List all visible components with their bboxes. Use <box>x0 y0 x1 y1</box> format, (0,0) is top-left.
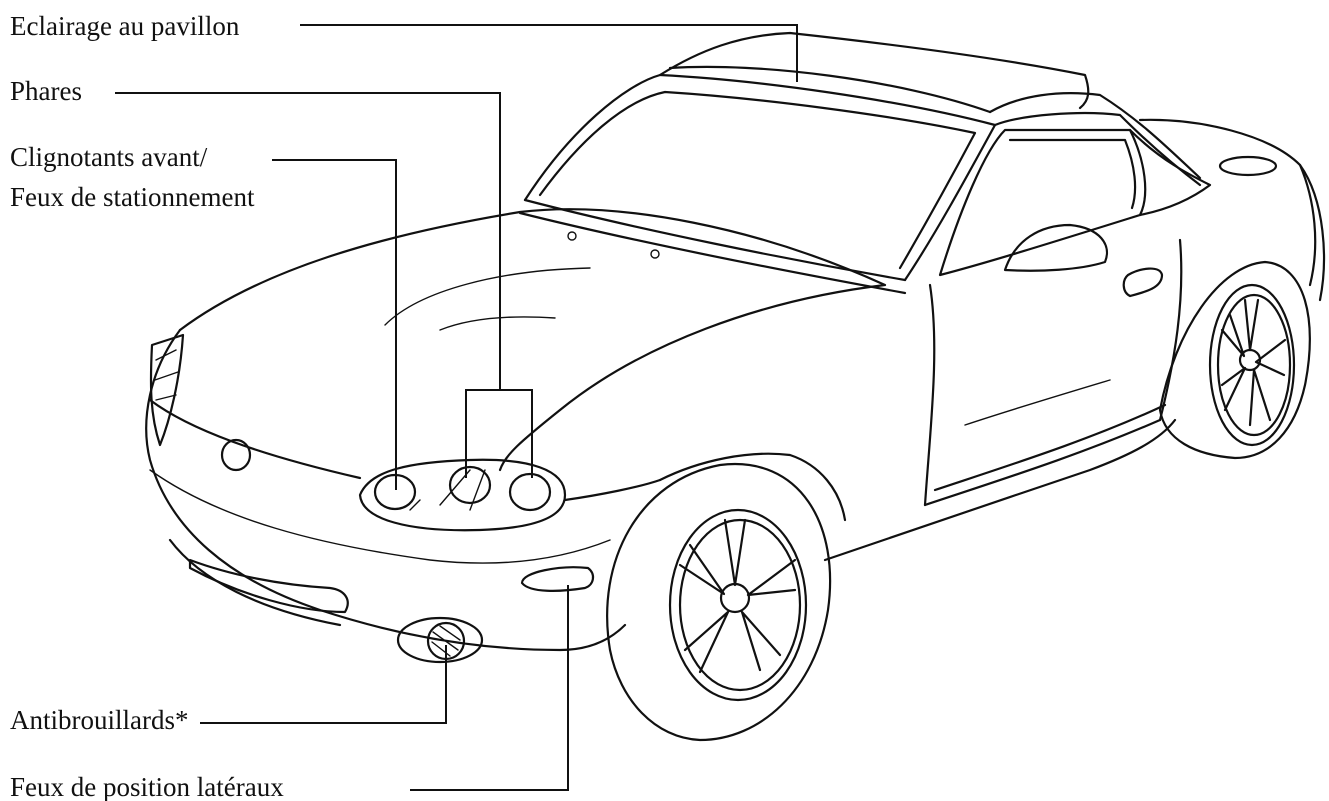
label-side-markers: Feux de position latéraux <box>10 772 284 801</box>
leader-fog-lights <box>200 645 447 724</box>
leader-front-turn <box>272 159 397 490</box>
leader-headlights-bracket <box>465 389 533 478</box>
label-front-turn-line2: Feux de stationnement <box>10 182 255 212</box>
side-mirror <box>1003 223 1108 272</box>
headlight-housing <box>358 458 567 532</box>
leader-headlights <box>115 92 501 390</box>
front-wheel <box>606 462 832 742</box>
car-illustration <box>145 31 1326 742</box>
label-front-turn-line1: Clignotants avant/ <box>10 142 208 172</box>
rear-wheel <box>1158 260 1311 460</box>
badge-emblem <box>220 438 252 472</box>
leader-roof-light <box>300 24 798 82</box>
side-marker-lamp <box>520 566 595 592</box>
label-fog-lights: Antibrouillards* <box>10 705 188 735</box>
fog-light-housing <box>396 616 484 664</box>
leader-side-markers <box>410 585 569 791</box>
label-headlights: Phares <box>10 76 82 106</box>
label-roof-light: Eclairage au pavillon <box>10 11 240 41</box>
